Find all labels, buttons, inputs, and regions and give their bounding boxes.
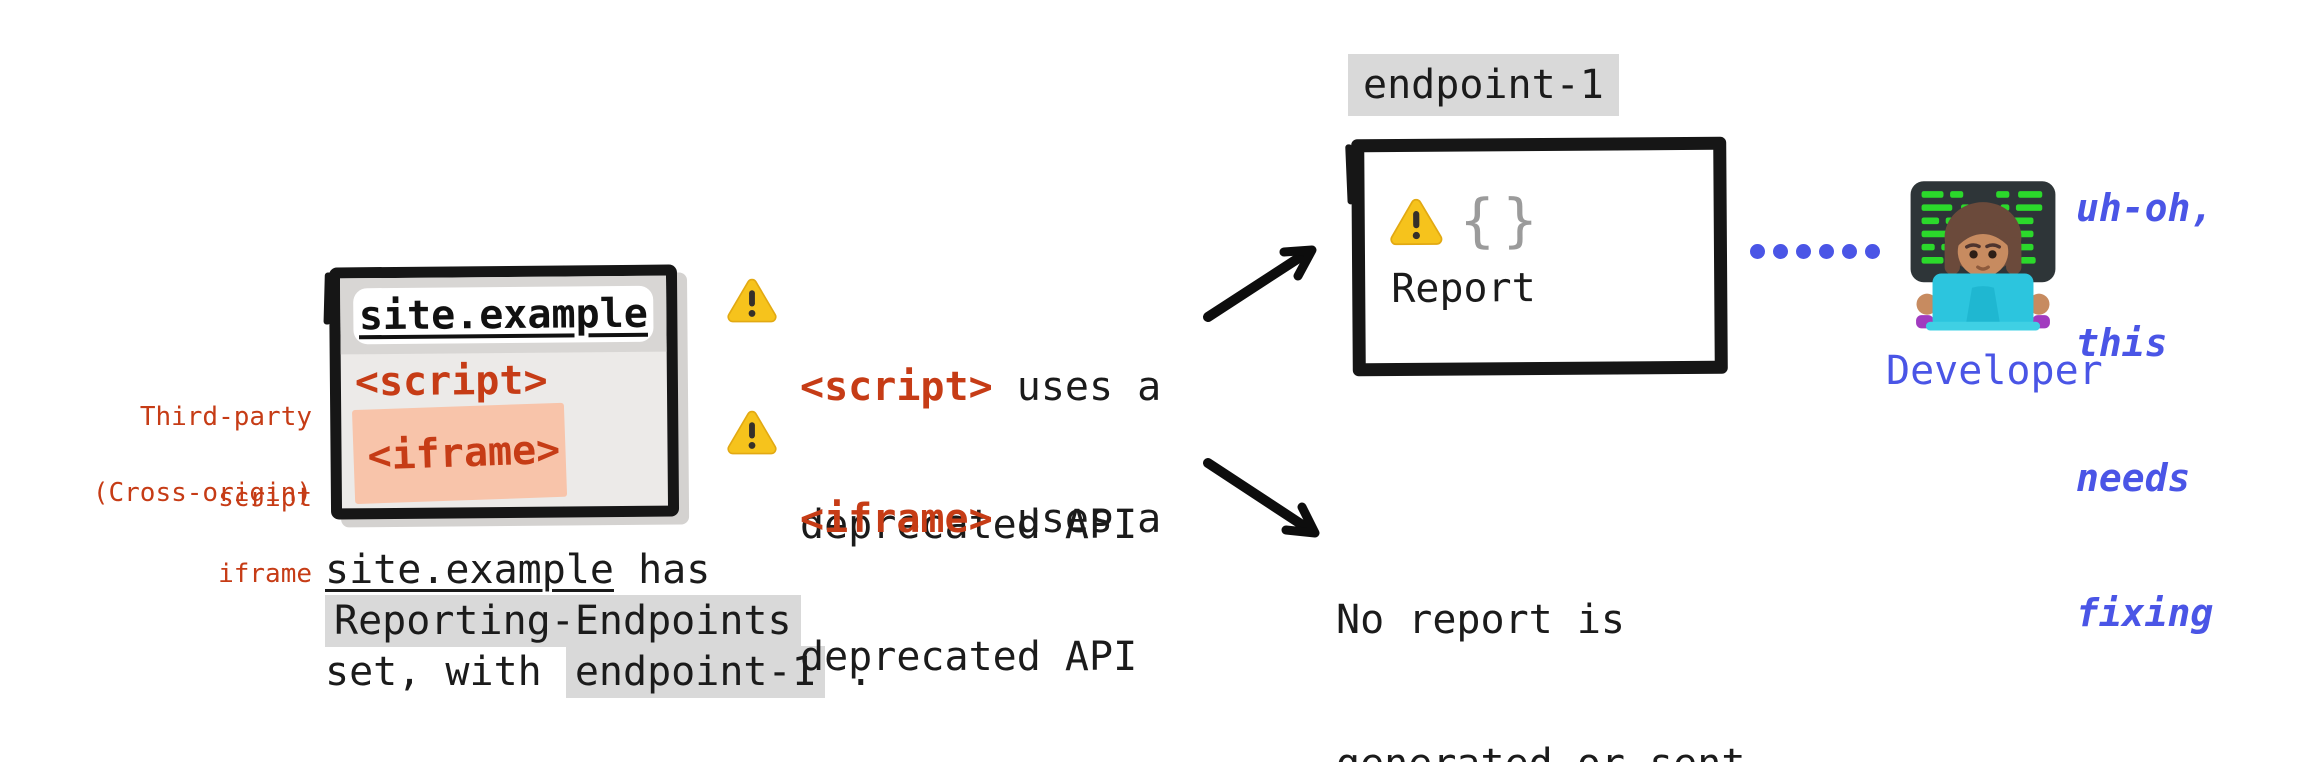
no-report-line2: generated or sent. [1336, 740, 1769, 762]
dotted-connector [1750, 244, 1880, 259]
connector-dot [1865, 244, 1880, 259]
cross-origin-label-line2: iframe [218, 559, 312, 589]
endpoint-box: {} Report [1351, 136, 1728, 377]
developer-label: Developer [1886, 348, 2103, 394]
endpoint-1-label: endpoint-1 [1348, 54, 1619, 116]
third-party-label-line2: script [218, 483, 312, 513]
thought-line4: fixing [2076, 591, 2214, 635]
script-warning-line2: deprecated API [800, 502, 1138, 548]
no-report-line1: No report is [1336, 597, 1625, 643]
warning-icon [727, 278, 777, 323]
script-warning-text: <script> uses a deprecated API [800, 272, 1161, 640]
caption: site.example has Reporting-Endpoints set… [325, 545, 873, 698]
caption-line-3: set, with endpoint-1 . [325, 646, 873, 698]
browser-body: <script> <iframe> [341, 352, 668, 509]
iframe-warning-row: <iframe> uses a deprecated API [726, 404, 1161, 762]
iframe-highlight: <iframe> [351, 402, 568, 505]
caption-set-with-text: set, with [325, 649, 566, 695]
third-party-script-label: Third-party script [60, 350, 312, 566]
iframe-tag: <iframe> [366, 426, 561, 480]
iframe-warning-text: <iframe> uses a deprecated API [800, 404, 1161, 762]
caption-has-text: has [613, 547, 711, 593]
caption-line-2: Reporting-Endpoints [325, 595, 873, 647]
connector-dot [1842, 244, 1857, 259]
cross-origin-label-line1: (Cross-origin) [92, 478, 312, 508]
cross-origin-iframe-label: (Cross-origin) iframe [60, 426, 312, 642]
json-braces-icon: {} [1459, 185, 1546, 255]
third-party-label-line1: Third-party [139, 402, 312, 432]
site-url: site.example [358, 290, 649, 340]
arrow-to-endpoint [1203, 245, 1317, 322]
warning-icon [727, 410, 777, 455]
address-bar: site.example [353, 285, 654, 345]
developer-emoji [1910, 181, 2056, 331]
thought-line2: this [2076, 321, 2168, 365]
browser-window: site.example <script> <iframe> [328, 264, 680, 520]
connector-dot [1796, 244, 1811, 259]
script-warning-row: <script> uses a deprecated API [726, 272, 1161, 640]
caption-line-1: site.example has [325, 545, 873, 596]
caption-domain: site.example [325, 547, 614, 593]
iframe-warning-tag: <iframe> [800, 496, 993, 542]
script-warning-tag: <script> [800, 364, 993, 410]
browser-topbar: site.example [340, 275, 667, 355]
connector-dot [1773, 244, 1788, 259]
iframe-warning-rest: uses a [992, 496, 1162, 542]
caption-period: . [824, 649, 873, 695]
warning-icon [1390, 198, 1443, 245]
iframe-warning-line2: deprecated API [800, 634, 1138, 680]
reporting-endpoints-code: Reporting-Endpoints [325, 595, 801, 647]
thought-line3: needs [2076, 456, 2191, 500]
arrow-to-no-report [1203, 458, 1320, 538]
developer-thought-text: uh-oh, this needs fixing [2076, 96, 2213, 726]
connector-dot [1750, 244, 1765, 259]
thought-line1: uh-oh, [2076, 186, 2214, 230]
script-warning-rest: uses a [992, 364, 1162, 410]
endpoint-1-code: endpoint-1 [565, 646, 825, 698]
connector-dot [1819, 244, 1834, 259]
no-report-text: No report is generated or sent. [1336, 500, 1769, 762]
report-label: Report [1391, 265, 1536, 313]
script-tag: <script> [354, 357, 548, 406]
report-row: {} [1389, 185, 1714, 255]
